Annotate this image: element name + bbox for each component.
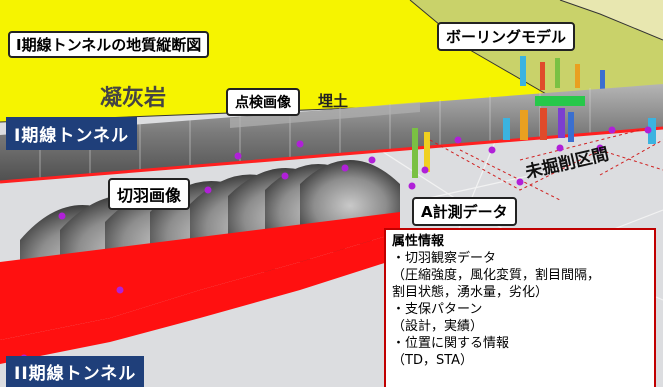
attribute-item: ・支保パターン [392,302,483,317]
tuff-label: 凝灰岩 [100,86,167,111]
attribute-item: （設計，実績） [392,319,484,334]
boring-columns [520,56,605,100]
inspection-strip [230,102,420,128]
tunnel-1-label: I期線トンネル [6,117,137,150]
attribute-item: （圧縮強度，風化変質，割目間隔， [392,268,601,283]
boring-vertical-columns [412,108,656,178]
tunnel-2-red-band [0,212,400,340]
tunnel-1-body [0,84,663,182]
attribute-panel-title: 属性情報 [392,234,445,249]
geology-section-upper [560,0,663,40]
attribute-info-panel: 属性情報 ・切羽観察データ （圧縮強度，風化変質，割目間隔， 割目状態，湧水量，… [384,228,656,387]
attribute-item: ・切羽観察データ [392,251,497,266]
tunnel-1-red-line [0,126,663,184]
attribute-item: 割目状態，湧水量，劣化） [392,285,549,300]
tunnel-2-label: II期線トンネル [6,356,145,387]
measurement-data-label: A計測データ [412,197,517,226]
cross-section-title-label: I期線トンネルの地質縦断図 [8,31,210,58]
tunnel-2-red-floor [0,232,400,364]
fill-label: 埋土 [318,92,349,110]
attribute-item: ・位置に関する情報 [392,336,510,351]
face-image-label: 切羽画像 [108,178,191,210]
boring-model-band [535,96,585,106]
boring-model-label: ボーリングモデル [437,22,576,51]
inspection-image-label: 点検画像 [226,88,300,116]
attribute-item: （TD，STA） [392,353,474,368]
measurement-lines [429,129,663,201]
